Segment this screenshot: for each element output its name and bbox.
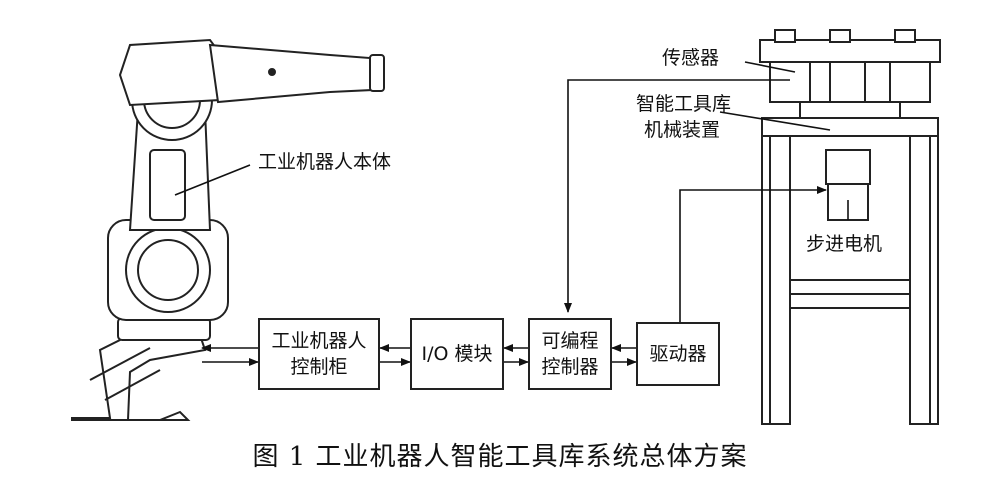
figure-caption: 图 1 工业机器人智能工具库系统总体方案 <box>252 442 748 472</box>
plc-box: 可编程 控制器 <box>528 318 612 390</box>
plc-line1: 可编程 <box>541 330 599 352</box>
robot-controller-line1: 工业机器人 <box>271 330 367 352</box>
tool-store-mech-label-line1: 智能工具库 <box>636 93 732 115</box>
connector-lines <box>174 61 849 366</box>
stepper-motor-label: 步进电机 <box>806 233 883 255</box>
driver-label: 驱动器 <box>649 343 707 365</box>
industrial-robot-drawing <box>71 38 385 421</box>
tool-store-frame-drawing <box>759 29 941 425</box>
io-module-box: I/O 模块 <box>410 318 504 390</box>
driver-box: 驱动器 <box>636 322 720 386</box>
robot-body-label: 工业机器人本体 <box>258 151 392 173</box>
plc-line2: 控制器 <box>541 356 599 378</box>
io-module-label: I/O 模块 <box>421 343 493 365</box>
tool-store-mech-label-line2: 机械装置 <box>644 119 721 141</box>
robot-controller-box: 工业机器人 控制柜 <box>258 318 380 390</box>
sensor-label: 传感器 <box>662 47 720 69</box>
robot-controller-line2: 控制柜 <box>290 356 348 378</box>
